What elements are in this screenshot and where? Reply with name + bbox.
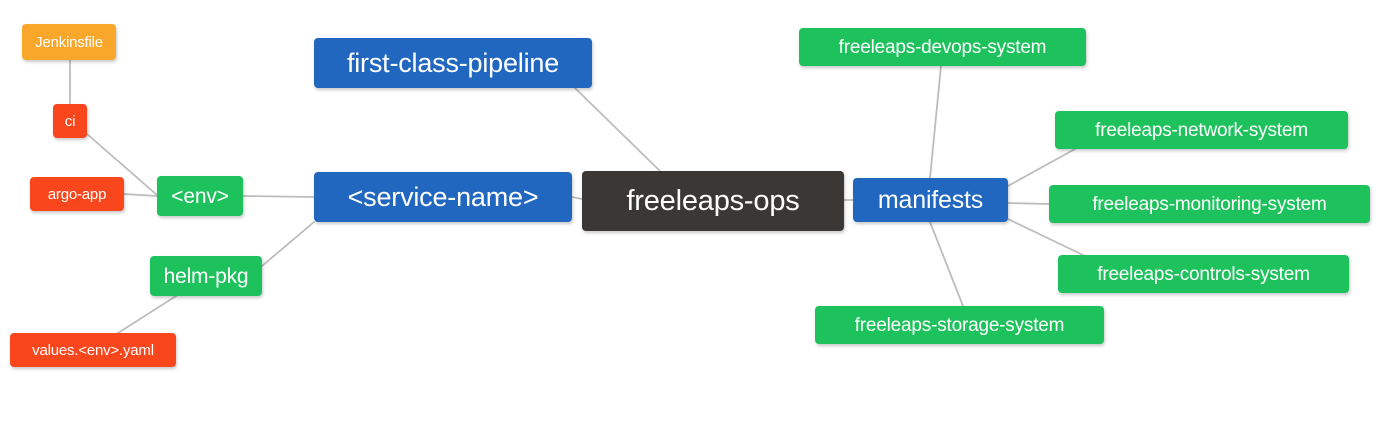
node-label-manifests: manifests xyxy=(877,185,984,214)
node-devops-system[interactable]: freeleaps-devops-system xyxy=(799,28,1086,66)
edge-manifests-to-controls-system xyxy=(1007,218,1084,256)
node-label-devops-system: freeleaps-devops-system xyxy=(838,36,1047,58)
node-controls-system[interactable]: freeleaps-controls-system xyxy=(1058,255,1349,293)
node-ci[interactable]: ci xyxy=(53,104,87,138)
node-label-service-name: <service-name> xyxy=(347,181,539,212)
edge-manifests-to-network-system xyxy=(1007,148,1076,187)
edge-service-name-to-helm-pkg xyxy=(261,221,315,267)
node-storage-system[interactable]: freeleaps-storage-system xyxy=(815,306,1104,344)
node-freeleaps-ops[interactable]: freeleaps-ops xyxy=(582,171,844,231)
node-helm-pkg[interactable]: helm-pkg xyxy=(150,256,262,296)
node-manifests[interactable]: manifests xyxy=(853,178,1008,222)
node-first-class-pipeline[interactable]: first-class-pipeline xyxy=(314,38,592,88)
node-network-system[interactable]: freeleaps-network-system xyxy=(1055,111,1348,149)
node-values-yaml[interactable]: values.<env>.yaml xyxy=(10,333,176,367)
node-service-name[interactable]: <service-name> xyxy=(314,172,572,222)
node-monitoring-system[interactable]: freeleaps-monitoring-system xyxy=(1049,185,1370,223)
node-label-env: <env> xyxy=(171,184,229,208)
edge-helm-pkg-to-values-yaml xyxy=(117,295,177,334)
node-label-ci: ci xyxy=(64,112,76,130)
node-argo-app[interactable]: argo-app xyxy=(30,177,124,211)
node-label-network-system: freeleaps-network-system xyxy=(1095,119,1308,141)
node-label-values-yaml: values.<env>.yaml xyxy=(32,341,154,359)
edge-env-to-service-name xyxy=(242,195,315,198)
node-label-jenkinsfile: Jenkinsfile xyxy=(35,33,103,51)
node-label-freeleaps-ops: freeleaps-ops xyxy=(626,184,800,217)
edge-service-name-to-freeleaps-ops xyxy=(571,196,583,200)
edge-first-class-pipeline-to-freeleaps-ops xyxy=(574,87,661,172)
edge-manifests-to-devops-system xyxy=(929,65,942,179)
edge-manifests-to-monitoring-system xyxy=(1007,202,1050,205)
node-label-argo-app: argo-app xyxy=(47,185,107,203)
node-label-controls-system: freeleaps-controls-system xyxy=(1097,263,1310,285)
node-jenkinsfile[interactable]: Jenkinsfile xyxy=(22,24,116,60)
edge-argo-app-to-env xyxy=(123,193,158,197)
edge-manifests-to-storage-system xyxy=(929,221,964,307)
node-label-helm-pkg: helm-pkg xyxy=(163,264,249,288)
node-label-monitoring-system: freeleaps-monitoring-system xyxy=(1092,193,1327,215)
node-env[interactable]: <env> xyxy=(157,176,243,216)
node-label-first-class-pipeline: first-class-pipeline xyxy=(346,47,560,78)
node-label-storage-system: freeleaps-storage-system xyxy=(854,314,1065,336)
